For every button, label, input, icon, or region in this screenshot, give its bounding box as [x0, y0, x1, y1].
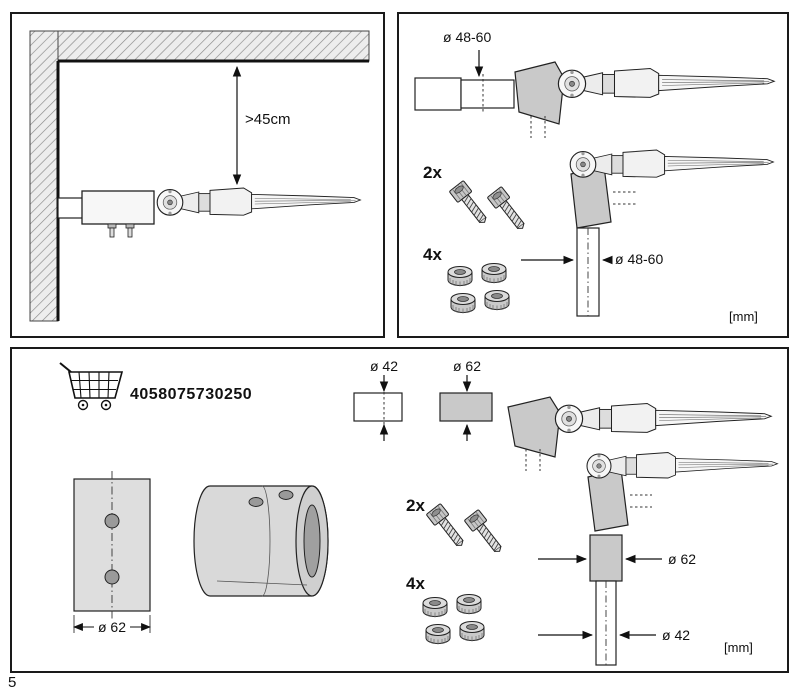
- nut-icon: [447, 266, 473, 287]
- mounting-box: [81, 190, 155, 225]
- mounting-diagram: [414, 50, 775, 317]
- pole-diameter-side-label: ø 48-60: [615, 251, 664, 267]
- screw-quantity-label: 2x: [406, 496, 425, 515]
- screw-icon: [448, 179, 493, 229]
- ceiling-wall-clearance-diagram: [29, 30, 370, 322]
- wall-hatch: [29, 30, 59, 322]
- page-number: 5: [8, 674, 17, 691]
- pole-drawing: [595, 580, 617, 666]
- adapter-horizontal-mount-drawing: [353, 375, 772, 471]
- nut-icon: [425, 624, 451, 645]
- adapter-diameter-side-label: ø 62: [668, 551, 697, 567]
- clamp-screws: [107, 223, 135, 238]
- bracket: [587, 468, 629, 532]
- pole-drawing: [414, 77, 462, 111]
- adapter-diagram: [59, 362, 779, 666]
- bracket: [514, 61, 565, 125]
- pole-diameter-top-label: ø 48-60: [443, 29, 492, 45]
- cart-icon: [59, 362, 124, 411]
- mounting-panel: ø 48-60 2x 4x ø 48-60 [mm]: [397, 12, 789, 338]
- nut-quantity-label: 4x: [423, 245, 442, 264]
- nut-quantity-label: 4x: [406, 574, 425, 593]
- units-label: [mm]: [729, 309, 758, 324]
- nut-icon: [459, 621, 485, 642]
- ceiling-hatch: [29, 30, 370, 62]
- pole-diameter-side-label: ø 42: [662, 627, 691, 643]
- vertical-mount-drawing: [521, 149, 774, 317]
- nut-icon: [422, 597, 448, 618]
- min-clearance-label: >45cm: [245, 111, 291, 128]
- adapter-sleeve: [589, 534, 623, 582]
- pole-drawing: [353, 392, 403, 422]
- screw-icon: [463, 508, 508, 558]
- clearance-panel: >45cm: [10, 12, 385, 338]
- screw-icon: [486, 185, 531, 235]
- pole-diameter-label: ø 42: [369, 358, 399, 374]
- luminaire-side-view: [57, 187, 361, 238]
- plate-diameter-label: ø 62: [94, 620, 130, 634]
- screw-icon: [425, 502, 470, 552]
- nut-icon: [456, 594, 482, 615]
- adapter-panel: 4058075730250 ø 42 ø 62 ø 62 2x 4x ø 62 …: [10, 347, 789, 673]
- bracket: [507, 396, 561, 458]
- adapter-vertical-mount-drawing: [538, 451, 779, 666]
- order-number: 4058075730250: [130, 386, 253, 403]
- nut-icon: [450, 293, 476, 314]
- horizontal-mount-drawing: [414, 50, 775, 138]
- screw-quantity-label: 2x: [423, 163, 442, 182]
- adapter-cylinder-drawing: [193, 485, 329, 597]
- units-label: [mm]: [724, 640, 753, 655]
- nut-icon: [481, 263, 507, 284]
- adapter-diameter-label: ø 62: [452, 358, 482, 374]
- adapter-sleeve: [439, 392, 493, 422]
- nut-icon: [484, 290, 510, 311]
- adapter-plate-drawing: [73, 471, 151, 633]
